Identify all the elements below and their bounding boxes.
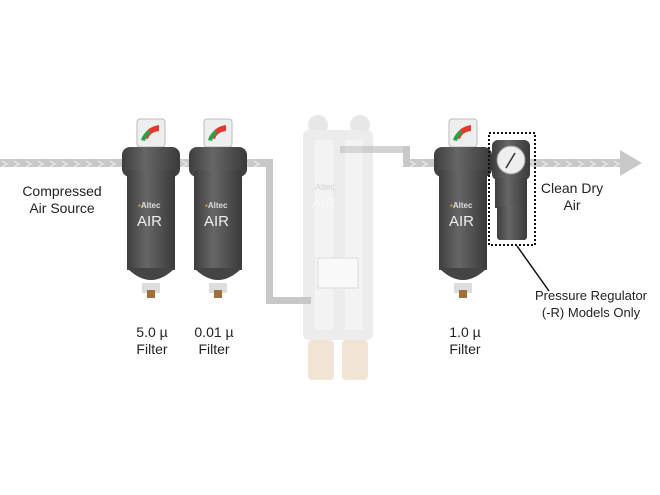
label-line: Air: [563, 197, 581, 213]
label-line: 0.01 µ: [194, 324, 234, 340]
logo-product: AIR: [204, 213, 229, 230]
callout-line: [516, 245, 550, 292]
logo-brand: ▪Altec: [205, 201, 228, 210]
label-pressure-regulator: Pressure Regulator (-R) Models Only: [535, 287, 647, 321]
label-line: Filter: [136, 341, 168, 357]
pressure-regulator: [488, 132, 550, 292]
label-line: (-R) Models Only: [541, 305, 641, 320]
differential-pressure-gauge: [203, 118, 233, 148]
label-line: Filter: [198, 341, 230, 357]
logo-product: AIR: [449, 213, 474, 230]
differential-pressure-gauge: [448, 118, 478, 148]
label-line: Pressure Regulator: [535, 288, 647, 303]
label-line: Clean Dry: [540, 180, 604, 196]
label-line: Air Source: [29, 200, 95, 216]
label-line: Filter: [449, 341, 481, 357]
label-line: 5.0 µ: [136, 324, 168, 340]
svg-text:Altec: Altec: [315, 182, 336, 192]
logo-brand: ▪Altec: [138, 201, 161, 210]
logo-brand: ▪Altec: [450, 201, 473, 210]
differential-pressure-gauge: [136, 118, 166, 148]
air-pipe: [0, 146, 642, 304]
logo-product: AIR: [137, 213, 162, 230]
regulator-highlight-box: [488, 132, 536, 246]
svg-text:AIR: AIR: [312, 195, 335, 211]
arrow-head-icon: [620, 150, 642, 176]
label-line: 1.0 µ: [449, 324, 481, 340]
label-line: Compressed: [22, 183, 102, 199]
